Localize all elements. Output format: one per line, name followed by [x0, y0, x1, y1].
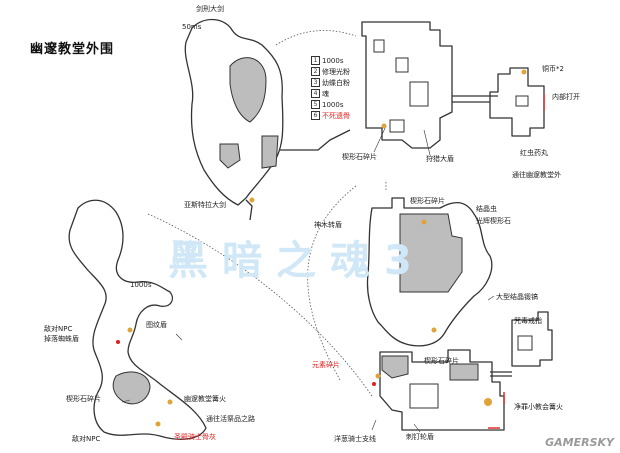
watermark-left-top: 百度	[172, 239, 197, 253]
marker-item	[155, 421, 161, 427]
passage-2	[280, 129, 351, 151]
label-to-dungeon: 通往活祭品之路	[206, 415, 255, 423]
label-enemy-npc: 敌对NPC	[44, 325, 73, 333]
passage-1	[245, 199, 253, 221]
map-title: 幽邃教堂外围	[30, 42, 115, 57]
label-ring: 咒毒戒指	[514, 317, 542, 325]
label-souls-1000: 1000s	[130, 281, 152, 289]
marker-item	[521, 69, 527, 75]
marker-item	[249, 197, 255, 203]
label-treant: 神木转盾	[314, 221, 342, 229]
label-sword: 剑刑大剑	[196, 5, 224, 13]
marker-item	[421, 219, 427, 225]
label-knight-red: 圣殿骑士骨灰	[174, 433, 216, 441]
label-astora-sword: 亚斯特拉大剑	[184, 201, 226, 209]
marker-red	[116, 340, 120, 344]
cathedral-area	[366, 197, 493, 347]
cave-left-lower	[68, 199, 207, 440]
site-logo: GAMERSKY	[545, 436, 614, 449]
building-annex	[489, 67, 545, 137]
label-knight-line: 洋葱骑士支线	[334, 435, 376, 443]
pillar-e	[399, 213, 463, 293]
label-to-church: 通往幽邃教堂外	[512, 171, 561, 179]
label-stone-shard-3: 楔形石碎片	[66, 395, 101, 403]
pillar-d	[112, 371, 151, 405]
pillar-a	[229, 57, 267, 123]
label-inner-gate: 内部打开	[552, 93, 580, 101]
pillar-b	[219, 143, 241, 169]
label-stone-shard-2: 楔形石碎片	[410, 197, 445, 205]
watermark-main: 黑暗之魂3	[168, 238, 426, 284]
building-lower	[379, 349, 505, 431]
label-stone-shard-4: 楔形石碎片	[424, 357, 459, 365]
connector-right	[490, 371, 512, 377]
pillar-g	[449, 363, 479, 381]
label-stone-shard-1: 楔形石碎片	[342, 153, 377, 161]
label-bonfire-small: 净罪小教会篝火	[514, 403, 563, 411]
marker-item	[127, 327, 133, 333]
connector-upper	[452, 95, 498, 103]
pillar-f	[381, 355, 409, 379]
label-crystal-bug: 结晶虫	[476, 205, 497, 213]
label-hunter: 狩猎大盾	[426, 155, 454, 163]
building-upper	[361, 21, 453, 149]
label-scroll: 图纹盾	[146, 321, 167, 329]
label-enemy-npc-2: 敌对NPC	[72, 435, 101, 443]
marker-item	[375, 373, 381, 379]
pillar-c	[261, 135, 279, 169]
label-old-shard: 元素碎片	[312, 361, 340, 369]
label-copper-coin: 铜币*2	[542, 65, 564, 73]
marker-item	[484, 398, 492, 406]
label-chapel-bonfire: 幽邃教堂篝火	[184, 395, 226, 403]
label-red-pill: 红虫药丸	[520, 149, 548, 157]
annex-right	[511, 311, 553, 367]
marker-red	[372, 382, 376, 386]
label-spiked-shield: 刺钉轮盾	[406, 433, 434, 441]
label-souls-50: 50ms	[182, 23, 202, 31]
watermark-left-bottom: 贴吧	[172, 255, 197, 269]
marker-item	[167, 399, 173, 405]
cave-upper-left	[184, 18, 284, 206]
label-crystal-stone: 光辉楔形石	[476, 217, 511, 225]
label-crystal-gear: 大型结晶锻镐	[496, 293, 538, 301]
label-drop-cloth: 掉落蜘蛛盾	[44, 335, 79, 343]
marker-item	[381, 123, 387, 129]
marker-item	[431, 327, 437, 333]
